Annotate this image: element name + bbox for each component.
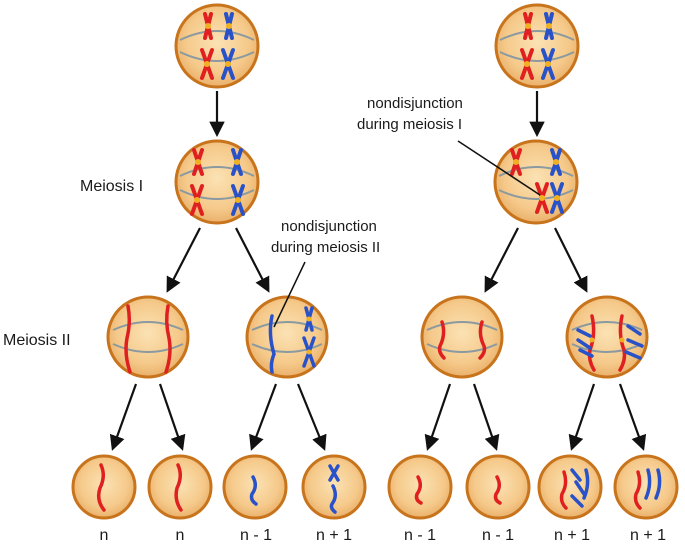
gamete-1 (71, 454, 137, 520)
arrows (109, 91, 647, 451)
gamete-label-3: n - 1 (240, 527, 272, 544)
gamete-label-7: n + 1 (554, 527, 590, 544)
gamete-label-6: n - 1 (482, 527, 514, 544)
cell-left-meiosis1 (174, 139, 260, 225)
label-nondisjunction-m2-line2: during meiosis II (271, 239, 380, 256)
gamete-label-2: n (176, 527, 185, 544)
gamete-5 (387, 454, 453, 520)
gamete-3 (222, 454, 288, 520)
cell-left-parent (174, 3, 260, 89)
gamete-label-4: n + 1 (316, 527, 352, 544)
cell-left-meiosis2-a (106, 295, 190, 379)
cell-right-meiosis2-b (565, 295, 649, 379)
gamete-label-8: n + 1 (630, 527, 666, 544)
label-nondisjunction-m1-line2: during meiosis I (357, 116, 462, 133)
label-meiosis-1: Meiosis I (80, 178, 143, 195)
label-meiosis-2: Meiosis II (3, 332, 71, 349)
cell-right-meiosis2-a (420, 295, 504, 379)
cell-right-parent (494, 3, 580, 89)
cell-left-meiosis2-b (245, 295, 329, 379)
gamete-label-1: n (100, 527, 109, 544)
label-nondisjunction-m2-line1: nondisjunction (281, 218, 377, 235)
gamete-label-5: n - 1 (404, 527, 436, 544)
gamete-7 (537, 454, 603, 520)
gamete-8 (613, 454, 679, 520)
cell-right-meiosis1 (493, 139, 579, 225)
gamete-4 (301, 454, 367, 520)
pointer-m2 (273, 261, 306, 328)
pointer-m1 (457, 140, 541, 196)
gamete-2 (147, 454, 213, 520)
gamete-6 (465, 454, 531, 520)
label-nondisjunction-m1-line1: nondisjunction (367, 95, 463, 112)
